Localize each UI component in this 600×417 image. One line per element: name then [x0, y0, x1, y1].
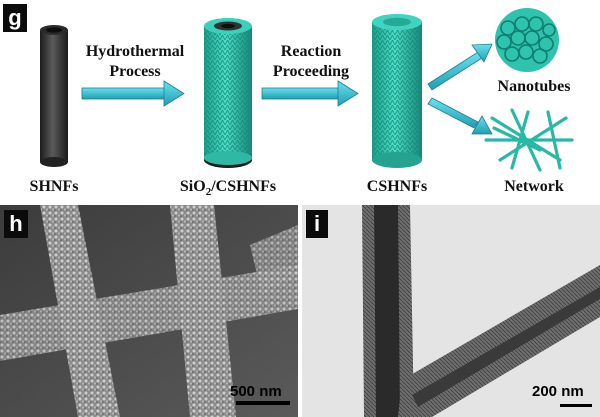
tem-micrograph [302, 205, 600, 417]
step-hydrothermal-label: Hydrothermal Process [80, 42, 190, 82]
arrow-to-nanotubes-icon [427, 43, 493, 91]
caption-cshnfs-suffix: /CSHNFs [211, 178, 277, 195]
sem-scale-bar-label: 500 nm [230, 383, 282, 400]
caption-network: Network [504, 178, 564, 195]
sem-micrograph [0, 205, 298, 417]
step-hydrothermal-line2: Process [109, 63, 161, 80]
sem-image [0, 205, 298, 417]
caption-sio2-cshnfs: SiO2/CSHNFs [168, 178, 288, 198]
step-hydrothermal-line1: Hydrothermal [85, 43, 185, 60]
step-reaction-label: Reaction Proceeding [256, 42, 366, 82]
step-reaction-line1: Reaction [280, 43, 342, 60]
tem-scale-bar-label: 200 nm [532, 383, 584, 400]
arrow-hydrothermal-icon [81, 80, 185, 107]
nanotubes-bundle-icon [495, 8, 559, 72]
panel-label-h: h [4, 210, 28, 238]
panel-label-i: i [306, 210, 328, 238]
caption-cshnfs: CSHNFs [366, 178, 428, 195]
network-icon [484, 108, 574, 172]
step-reaction-line2: Proceeding [272, 63, 350, 80]
tem-image [302, 205, 600, 417]
shnfs-tube-icon [40, 25, 68, 167]
caption-shnfs: SHNFs [29, 178, 79, 195]
caption-sio2-subscript: 2 [205, 186, 212, 199]
panel-label-g: g [3, 4, 27, 32]
arrow-reaction-icon [261, 80, 359, 107]
schematic-graphics [40, 8, 574, 172]
sio2-cshnfs-tube-icon [204, 18, 252, 168]
arrow-to-network-icon [427, 97, 493, 135]
cshnfs-tube-icon [372, 14, 422, 168]
caption-sio2-text: SiO [179, 178, 206, 195]
caption-nanotubes: Nanotubes [497, 78, 571, 95]
